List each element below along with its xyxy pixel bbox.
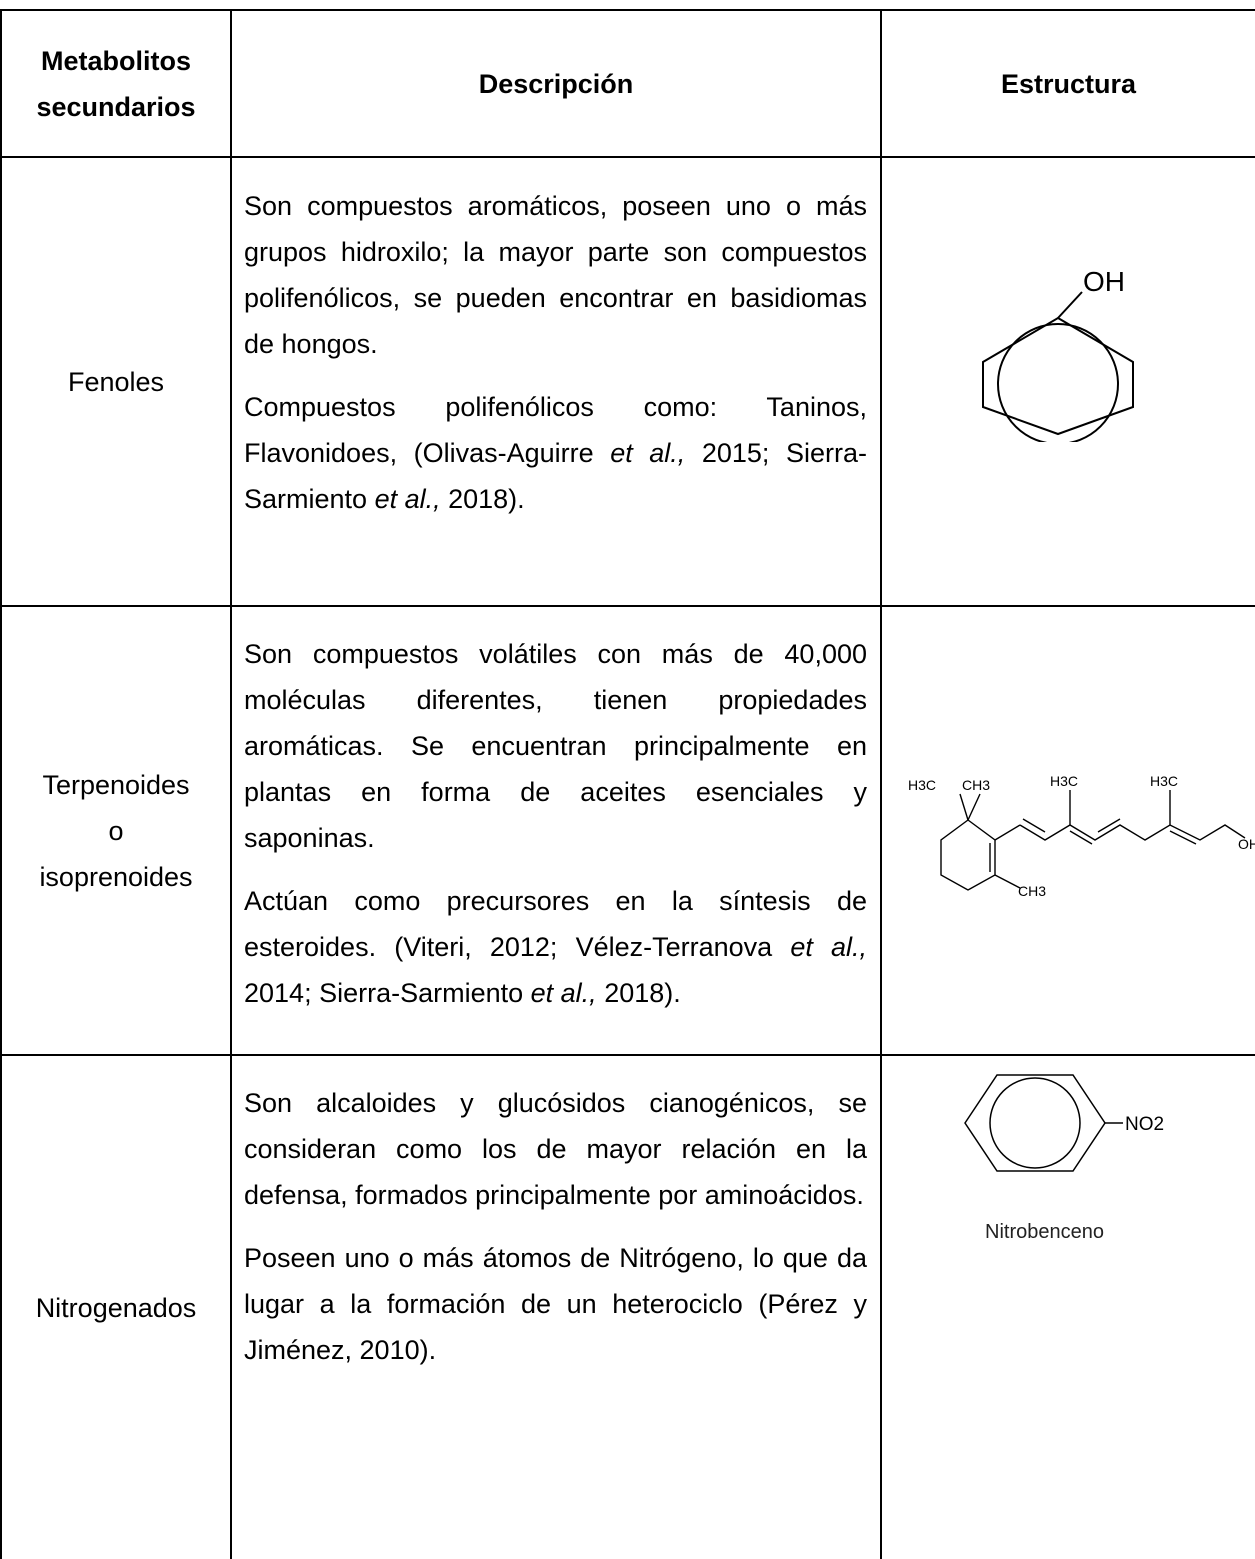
ch3-label: CH3 xyxy=(1018,883,1046,899)
table-divider-col1 xyxy=(230,9,232,1559)
table-divider-row1 xyxy=(0,605,1255,607)
description-paragraph: Poseen uno o más átomos de Nitrógeno, lo… xyxy=(244,1243,867,1365)
description-nitrogenados: Son alcaloides y glucósidos cianogénicos… xyxy=(244,1080,867,1373)
table-border-top xyxy=(0,9,1255,11)
header-estructura: Estructura xyxy=(1000,68,1137,99)
h3c-label: H3C xyxy=(1150,773,1178,789)
description-paragraph: Son alcaloides y glucósidos cianogénicos… xyxy=(244,1088,867,1210)
table-divider-row2 xyxy=(0,1054,1255,1056)
header-metabolitos: Metabolitos secundarios xyxy=(36,45,196,122)
h3c-label: H3C xyxy=(1050,773,1078,789)
no2-label: NO2 xyxy=(1125,1114,1164,1135)
description-paragraph: Son compuestos aromáticos, poseen uno o … xyxy=(244,191,867,359)
nitrobenzene-structure: NO2 xyxy=(964,1074,1164,1172)
table-divider-col2 xyxy=(880,9,882,1559)
category-terpenoides: Terpenoides o isoprenoides xyxy=(39,769,193,892)
h3c-label: H3C xyxy=(908,777,936,793)
description-paragraph: Son compuestos volátiles con más de 40,0… xyxy=(244,639,867,853)
oh-label: OH xyxy=(1238,836,1255,852)
header-descripcion: Descripción xyxy=(478,68,634,99)
table-border-left xyxy=(0,9,2,1559)
description-fenoles: Son compuestos aromáticos, poseen uno o … xyxy=(244,183,867,522)
description-terpenoides: Son compuestos volátiles con más de 40,0… xyxy=(244,631,867,1016)
category-fenoles: Fenoles xyxy=(67,366,165,397)
ch3-label: CH3 xyxy=(962,777,990,793)
category-nitrogenados: Nitrogenados xyxy=(35,1292,197,1323)
table-divider-header xyxy=(0,156,1255,158)
nitrobenzene-caption: Nitrobenceno xyxy=(985,1221,1104,1243)
phenol-structure: OH xyxy=(982,266,1134,442)
oh-label: OH xyxy=(1083,266,1125,297)
description-paragraph: Actúan como precursores en la síntesis d… xyxy=(244,886,867,1008)
description-paragraph: Compuestos polifenólicos como: Taninos, … xyxy=(244,392,867,514)
retinol-structure: H3C CH3 H3C H3C CH3 OH xyxy=(908,773,1255,899)
